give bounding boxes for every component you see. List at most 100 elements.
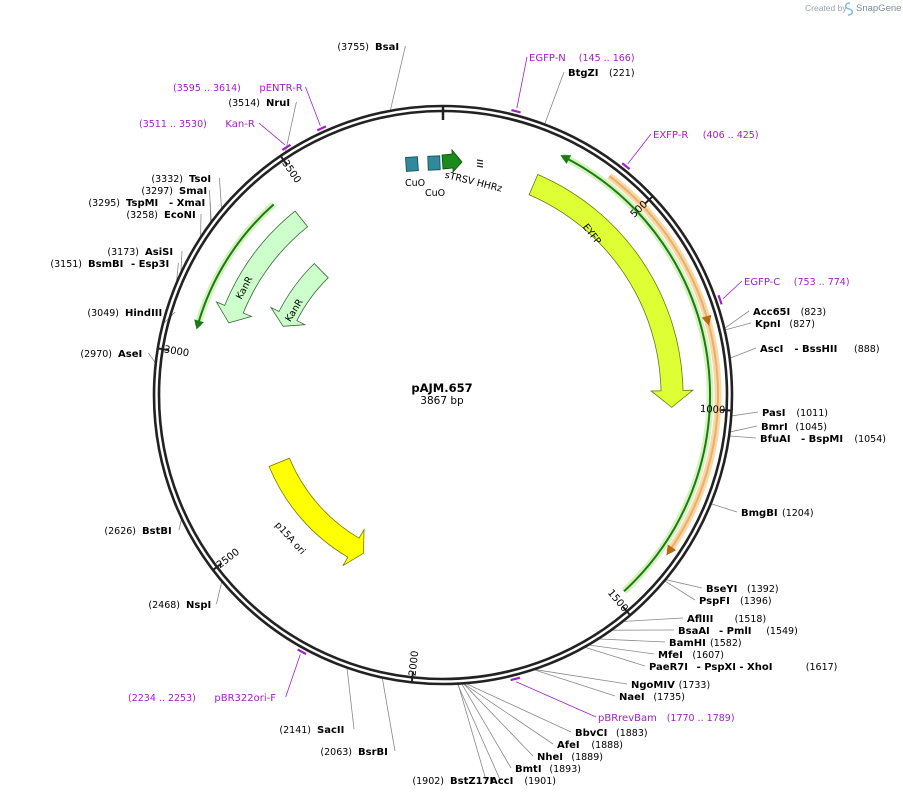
backbone xyxy=(152,104,734,686)
primer-EGFP-N[interactable]: EGFP-N(145 .. 166) xyxy=(516,53,635,109)
site-BsrBI[interactable]: BsrBI(2063) xyxy=(320,747,387,758)
primer-pENTR-R[interactable]: (3595 .. 3614)pENTR-R xyxy=(173,83,321,126)
tick-mark-1000 xyxy=(720,409,733,412)
site-PasI[interactable]: PasI(1011) xyxy=(762,408,828,419)
site-position: (2141) xyxy=(279,725,311,736)
primer-marks xyxy=(281,109,723,682)
leader-PasI xyxy=(732,411,759,417)
site-MfeI[interactable]: MfeI(1607) xyxy=(658,650,724,661)
site-position: (2468) xyxy=(148,600,180,611)
site-extra: - BssHII xyxy=(794,344,837,355)
site-BseYI[interactable]: BseYI(1392) xyxy=(706,584,779,595)
label-cuo-1: CuO xyxy=(405,178,425,189)
primer-range: (406 .. 425) xyxy=(703,130,759,141)
site-PaeR7I[interactable]: PaeR7I- PspXI - XhoI(1617) xyxy=(649,662,837,673)
backbone-outer-strand xyxy=(152,104,734,686)
site-NgoMIV[interactable]: NgoMIV(1733) xyxy=(631,680,710,691)
site-extra: - BspMI xyxy=(801,434,843,445)
leader-BmtI xyxy=(461,684,512,769)
site-BbvCI[interactable]: BbvCI(1883) xyxy=(575,728,648,739)
primer-leader-EGFP-N xyxy=(516,56,528,109)
site-NruI[interactable]: NruI(3514) xyxy=(228,98,290,109)
feature-kanr-outer[interactable] xyxy=(215,210,309,324)
site-NheI[interactable]: NheI(1889) xyxy=(537,752,603,763)
site-position: (3332) xyxy=(151,174,183,185)
site-position: (1582) xyxy=(710,638,742,649)
site-AsiSI[interactable]: AsiSI(3173) xyxy=(107,247,173,258)
site-PspFI[interactable]: PspFI(1396) xyxy=(699,596,772,607)
site-SacII[interactable]: SacII(2141) xyxy=(279,725,344,736)
leader-BsaI xyxy=(390,45,406,110)
leader-BamHI xyxy=(599,638,666,643)
site-position: (2970) xyxy=(80,349,112,360)
site-TspMI[interactable]: TspMI(3295)- XmaI xyxy=(88,198,205,209)
leader-BfuAI xyxy=(730,435,757,439)
site-EcoNI[interactable]: EcoNI(3258) xyxy=(126,210,195,221)
site-name: BseYI xyxy=(706,584,737,595)
site-position: (1902) xyxy=(412,776,444,787)
site-AseI[interactable]: AseI(2970) xyxy=(80,349,142,360)
green-arc-head-1 xyxy=(560,155,572,164)
site-BamHI[interactable]: BamHI(1582) xyxy=(669,638,742,649)
site-TsoI[interactable]: TsoI(3332) xyxy=(151,174,211,185)
feature-p15a-ori[interactable] xyxy=(268,457,365,567)
site-BfuAI[interactable]: BfuAI- BspMI(1054) xyxy=(760,434,886,445)
site-BstZ17I[interactable]: BstZ17I(1902) xyxy=(412,776,493,787)
site-SmaI[interactable]: SmaI(3297) xyxy=(141,186,207,197)
tick-mark-2000 xyxy=(410,671,415,684)
site-AscI[interactable]: AscI- BssHII(888) xyxy=(760,344,880,355)
site-BsaI[interactable]: BsaI(3755) xyxy=(337,42,399,53)
site-NspI[interactable]: NspI(2468) xyxy=(148,600,211,611)
site-position: (2063) xyxy=(320,747,352,758)
tick-label-3500: 3500 xyxy=(279,158,302,185)
orange-arc-head-1 xyxy=(666,544,677,556)
site-name: BbvCI xyxy=(575,728,607,739)
site-name: PaeR7I xyxy=(649,662,688,673)
site-BmgBI[interactable]: BmgBI(1204) xyxy=(741,508,814,519)
feature-eyfp[interactable] xyxy=(528,173,695,408)
site-AflIII[interactable]: AflIII(1518) xyxy=(687,614,766,625)
site-BmrI[interactable]: BmrI(1045) xyxy=(761,422,827,433)
site-AccI[interactable]: AccI(1901) xyxy=(490,776,556,787)
kanr-arc-head xyxy=(194,319,204,330)
primer-Kan-R[interactable]: (3511 .. 3530)Kan-R xyxy=(139,119,286,146)
primer-EXFP-R[interactable]: EXFP-R(406 .. 425) xyxy=(627,130,759,165)
tick-label-1000: 1000 xyxy=(700,404,726,416)
site-BstBI[interactable]: BstBI(2626) xyxy=(104,526,171,537)
site-Acc65I[interactable]: Acc65I(823) xyxy=(753,307,826,318)
orf-arc-green xyxy=(561,155,712,593)
leader-AseI xyxy=(148,352,156,363)
plasmid-length: 3867 bp xyxy=(420,395,464,407)
feature-strsv-hhrz[interactable] xyxy=(441,148,463,174)
site-BmtI[interactable]: BmtI(1893) xyxy=(515,764,581,775)
primer-mark-Kan-R xyxy=(281,143,292,151)
primer-leader-pBR322ori-F xyxy=(285,654,301,698)
snapgene-logo-icon xyxy=(844,2,854,16)
feature-cuo-1[interactable] xyxy=(405,156,419,172)
site-NaeI[interactable]: NaeI(1735) xyxy=(619,692,685,703)
label-cuo-2: CuO xyxy=(425,188,445,199)
tick-label-2000: 2000 xyxy=(408,650,422,676)
primer-leader-EGFP-C xyxy=(722,280,743,300)
primer-pBR322ori-F[interactable]: (2234 .. 2253)pBR322ori-F xyxy=(128,654,301,704)
leader-BstBI xyxy=(178,519,182,531)
site-BsaAI[interactable]: BsaAI- PmlI(1549) xyxy=(678,626,798,637)
site-KpnI[interactable]: KpnI(827) xyxy=(755,319,815,330)
site-AfeI[interactable]: AfeI(1888) xyxy=(557,740,623,751)
feature-cuo-2[interactable] xyxy=(427,155,441,171)
feature-kanr-inner[interactable] xyxy=(269,263,329,327)
site-name: AflIII xyxy=(687,614,713,625)
site-HindIII[interactable]: HindIII(3049) xyxy=(87,308,162,319)
site-BtgZI[interactable]: BtgZI(221) xyxy=(568,68,635,79)
cuo-box-1 xyxy=(405,156,419,172)
site-position: (1054) xyxy=(854,434,886,445)
primer-EGFP-C[interactable]: EGFP-C(753 .. 774) xyxy=(722,277,850,300)
site-position: (3295) xyxy=(88,198,120,209)
enzyme-site-labels: BsaI(3755) BtgZI(221) NruI(3514) TsoI(3332)… xyxy=(50,42,886,787)
leader-AsiSI xyxy=(180,250,183,271)
site-name: HindIII xyxy=(125,308,162,319)
site-BsmBI[interactable]: BsmBI(3151)- Esp3I xyxy=(50,259,169,270)
site-name: SmaI xyxy=(179,186,207,197)
primer-pBRrevBam[interactable]: pBRrevBam(1770 .. 1789) xyxy=(515,681,735,724)
